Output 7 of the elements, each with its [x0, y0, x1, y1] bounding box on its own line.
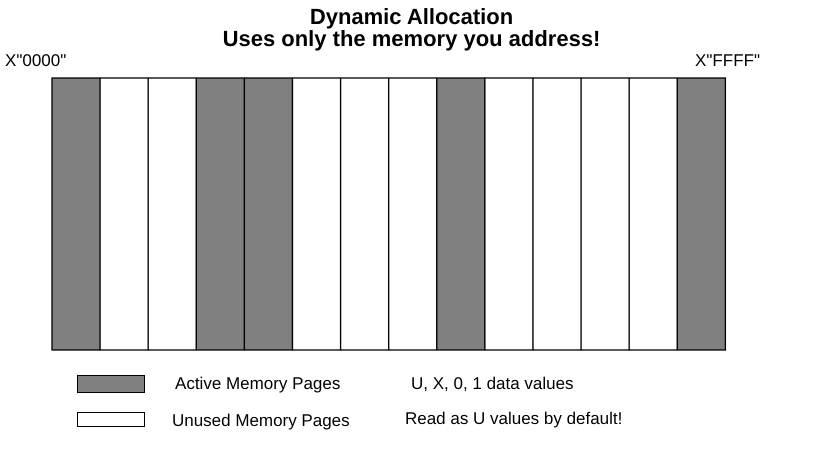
note: Read as U values by default!: [405, 409, 622, 429]
address-label: X"FFFF": [695, 51, 760, 71]
legend-label: Unused Memory Pages: [172, 411, 350, 431]
note: U, X, 0, 1 data values: [411, 374, 574, 394]
address-label: X"0000": [5, 51, 66, 71]
title: Dynamic Allocation: [308, 4, 514, 30]
legend-label: Active Memory Pages: [175, 374, 340, 394]
